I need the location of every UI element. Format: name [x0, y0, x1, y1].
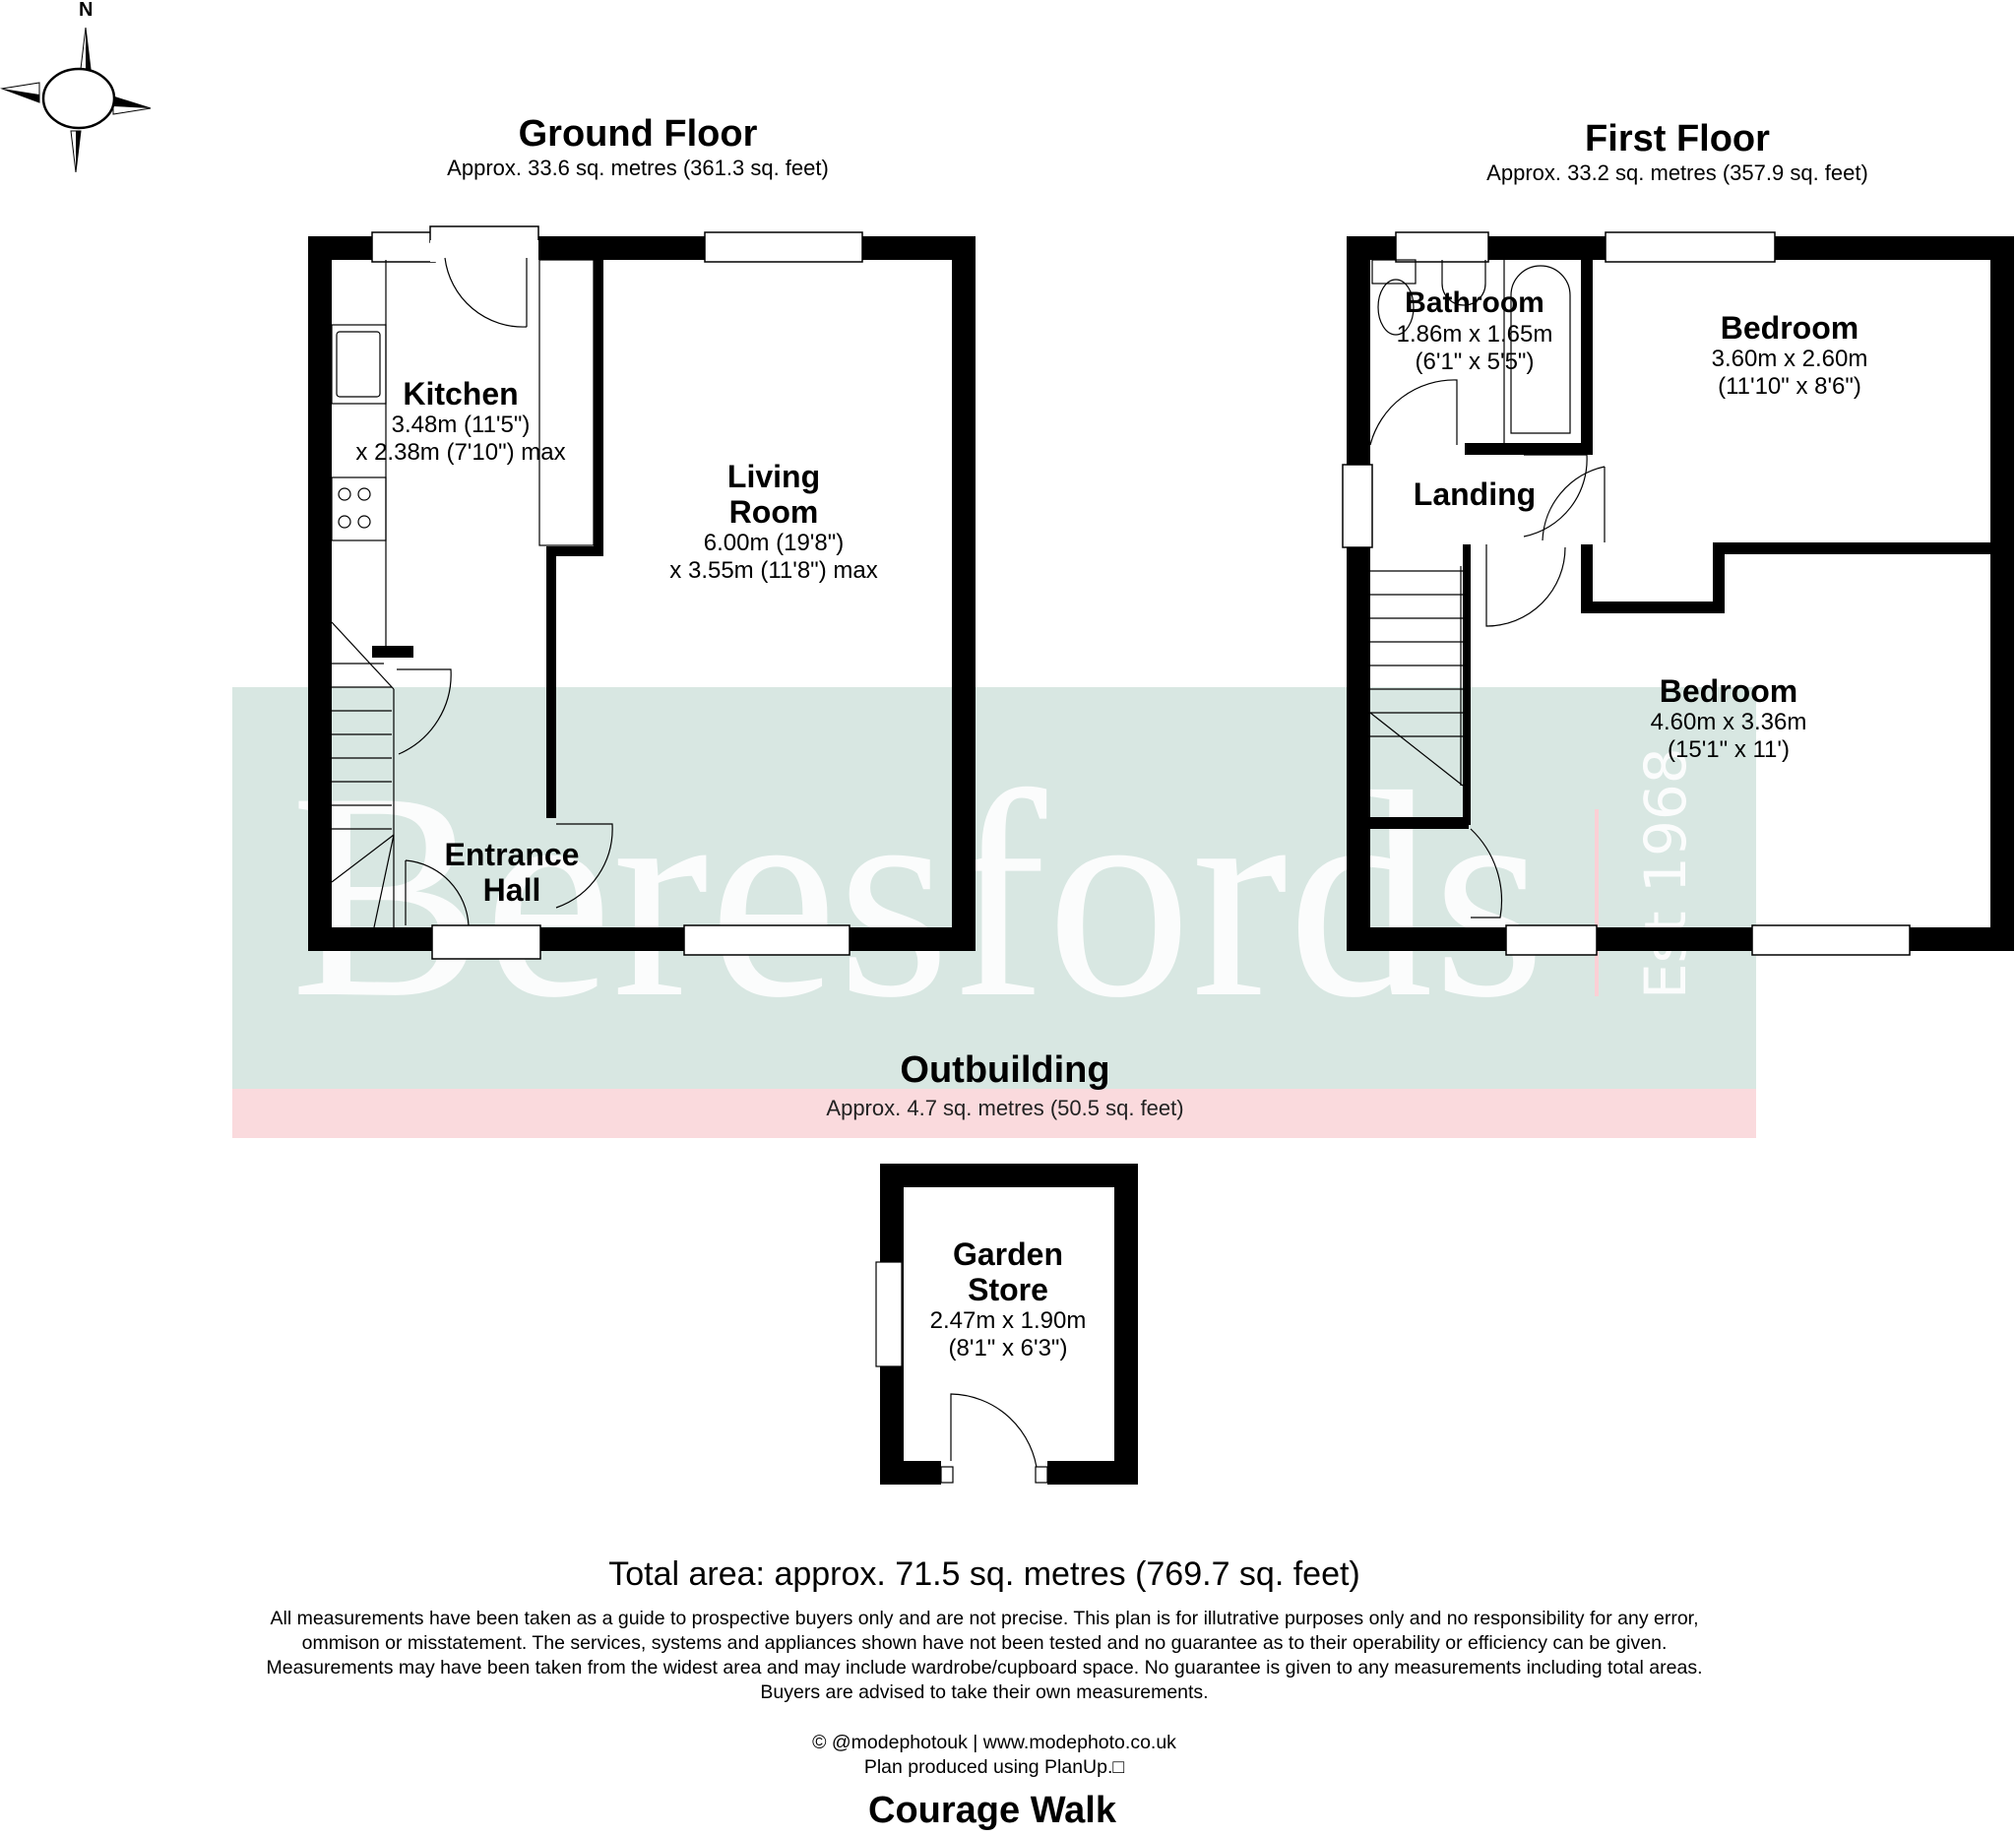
bath-icon	[1510, 265, 1571, 434]
room-name: Entrance	[444, 837, 580, 872]
watermark-band	[232, 687, 1756, 1089]
toilet-icon	[1377, 279, 1415, 336]
first-floor-area: Approx. 33.2 sq. metres (357.9 sq. feet)	[1486, 160, 1868, 185]
room-garden-store: Garden Store 2.47m x 1.90m (8'1" x 6'3")	[930, 1236, 1087, 1362]
room-name: Hall	[482, 872, 541, 908]
room-dimension: (8'1" x 6'3")	[948, 1335, 1068, 1362]
room-dimension: (6'1" x 5'5")	[1415, 348, 1535, 375]
room-dimension: x 3.55m (11'8") max	[669, 557, 878, 584]
svg-text:Est 1968: Est 1968	[1632, 747, 1699, 999]
room-name: Bedroom	[1659, 673, 1798, 709]
room-bathroom: Bathroom 1.86m x 1.65m (6'1" x 5'5")	[1397, 285, 1553, 376]
ground-floor-header: Ground Floor Approx. 33.6 sq. metres (36…	[447, 113, 829, 181]
svg-text:N: N	[79, 0, 93, 21]
credits: © @modephotouk | www.modephoto.co.uk Pla…	[699, 1731, 1290, 1780]
sink-icon	[336, 331, 381, 398]
window	[1751, 924, 1911, 956]
disclaimer-line: Buyers are advised to take their own mea…	[760, 1681, 1209, 1703]
produced-by: Plan produced using PlanUp.□	[863, 1756, 1125, 1778]
room-living-room: Living Room 6.00m (19'8") x 3.55m (11'8"…	[669, 459, 877, 585]
disclaimer-line: All measurements have been taken as a gu…	[270, 1608, 1699, 1629]
door-frame	[429, 225, 539, 243]
watermark-pink-band	[232, 1089, 1756, 1138]
cistern-icon	[1371, 259, 1417, 285]
outbuilding-header: Outbuilding Approx. 4.7 sq. metres (50.5…	[826, 1049, 1183, 1121]
window	[683, 924, 850, 956]
disclaimer-line: ommison or misstatement. The services, s…	[301, 1632, 1668, 1654]
hob-icon	[331, 476, 387, 541]
outbuilding-title: Outbuilding	[900, 1049, 1110, 1091]
room-dimension: 3.48m (11'5")	[391, 412, 531, 438]
first-floor-header: First Floor Approx. 33.2 sq. metres (357…	[1486, 118, 1868, 186]
room-name: Bathroom	[1405, 286, 1544, 319]
room-name: Kitchen	[403, 376, 519, 412]
watermark-divider	[1595, 809, 1599, 996]
room-name: Store	[968, 1272, 1048, 1307]
watermark-logo: Beresfords Est 1968	[290, 731, 1699, 1058]
total-area: Total area: approx. 71.5 sq. metres (769…	[608, 1555, 1360, 1593]
room-kitchen: Kitchen 3.48m (11'5") x 2.38m (7'10") ma…	[355, 376, 565, 467]
room-bedroom-1: Bedroom 3.60m x 2.60m (11'10" x 8'6")	[1712, 310, 1868, 401]
room-name: Room	[728, 494, 819, 530]
room-name: Landing	[1413, 476, 1537, 512]
outbuilding-area: Approx. 4.7 sq. metres (50.5 sq. feet)	[826, 1096, 1184, 1120]
room-dimension: 2.47m x 1.90m	[929, 1307, 1087, 1334]
room-name: Living	[726, 459, 821, 494]
window	[704, 231, 863, 263]
disclaimer-line: Measurements may have been taken from th…	[266, 1657, 1703, 1679]
room-landing: Landing	[1414, 476, 1536, 512]
window	[1395, 231, 1489, 263]
svg-text:Beresfords: Beresfords	[290, 731, 1545, 1058]
room-bedroom-2: Bedroom 4.60m x 3.36m (15'1" x 11')	[1651, 673, 1807, 764]
window	[1342, 464, 1373, 548]
window	[875, 1261, 903, 1367]
first-floor-title: First Floor	[1585, 118, 1770, 159]
front-door-frame	[431, 924, 541, 960]
ground-floor-area: Approx. 33.6 sq. metres (361.3 sq. feet)	[447, 156, 829, 180]
compass-rose-icon: N	[0, 0, 152, 173]
room-dimension: 1.86m x 1.65m	[1396, 321, 1553, 348]
property-address: Courage Walk	[868, 1790, 1116, 1831]
room-entrance-hall: Entrance Hall	[445, 837, 580, 908]
credit-line: © @modephotouk | www.modephoto.co.uk	[812, 1732, 1176, 1753]
disclaimer: All measurements have been taken as a gu…	[122, 1607, 1847, 1705]
basin-icon	[1441, 260, 1486, 306]
room-dimension: 4.60m x 3.36m	[1650, 709, 1807, 735]
window	[1605, 231, 1776, 263]
room-dimension: 3.60m x 2.60m	[1711, 346, 1868, 372]
room-name: Garden	[952, 1236, 1064, 1272]
room-dimension: (11'10" x 8'6")	[1718, 373, 1861, 400]
room-dimension: x 2.38m (7'10") max	[355, 439, 566, 466]
room-dimension: (15'1" x 11')	[1668, 736, 1790, 763]
room-name: Bedroom	[1720, 310, 1859, 346]
window	[371, 231, 436, 263]
room-dimension: 6.00m (19'8")	[703, 530, 845, 556]
ground-floor-title: Ground Floor	[518, 113, 758, 155]
window	[1505, 924, 1598, 956]
ground-floor-plan	[308, 236, 976, 951]
